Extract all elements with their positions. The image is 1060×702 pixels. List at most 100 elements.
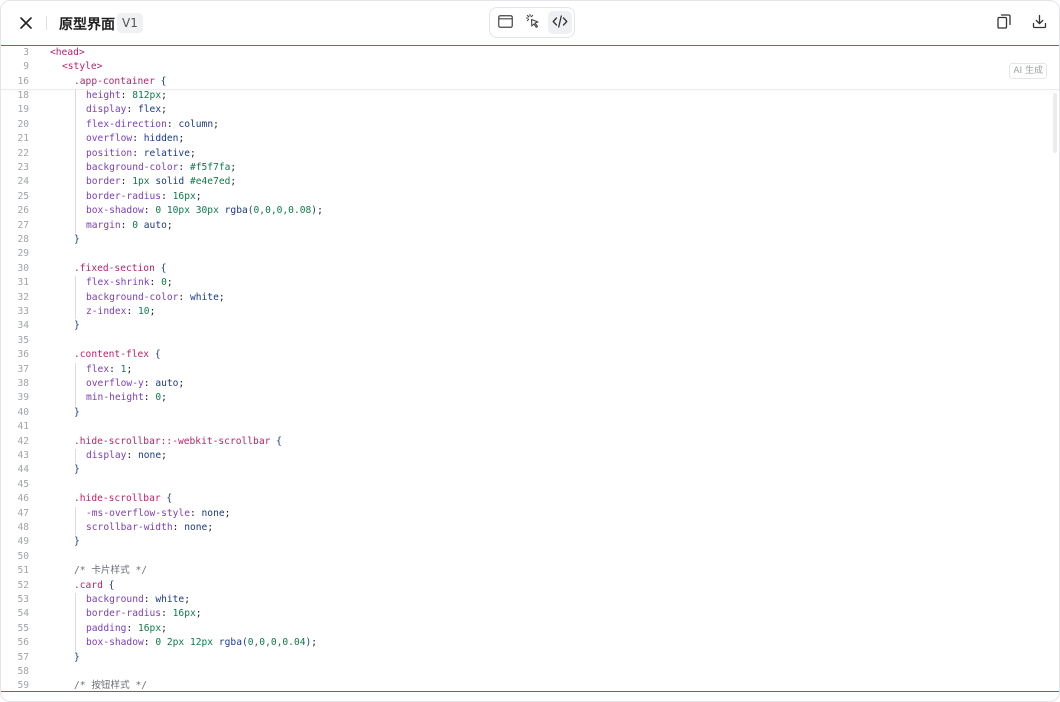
code-token: padding	[86, 622, 127, 634]
preview-mode-button[interactable]	[493, 11, 517, 34]
code-text: .fixed-section {	[74, 262, 166, 276]
code-token: ;	[195, 190, 202, 202]
code-token: :	[143, 392, 156, 404]
code-token: .card	[74, 579, 103, 591]
window-icon	[497, 13, 513, 32]
code-line: 16.app-container {	[1, 75, 1059, 89]
code-token: :	[120, 176, 133, 188]
code-token: ;	[218, 291, 225, 303]
code-token: 1	[120, 363, 127, 375]
copy-button[interactable]	[994, 13, 1014, 33]
page-title: 原型界面	[59, 17, 115, 33]
code-token: .hide-scrollbar::-webkit-scrollbar	[74, 435, 271, 447]
line-number: 3	[23, 47, 29, 58]
code-token: }	[74, 234, 80, 245]
code-token: ;	[207, 522, 214, 533]
line-number: 55	[17, 622, 29, 634]
code-token: none	[138, 450, 162, 461]
code-text: height: 812px;	[86, 89, 167, 103]
interact-mode-button[interactable]	[521, 11, 545, 34]
code-text: /* 卡片样式 */	[74, 564, 147, 578]
scrollbar-thumb[interactable]	[1053, 93, 1057, 153]
line-number: 19	[17, 104, 29, 116]
code-text: padding: 16px;	[86, 622, 167, 636]
line-number: 47	[17, 507, 29, 519]
code-text: overflow-y: auto;	[86, 377, 184, 391]
code-line: 55 padding: 16px;	[1, 621, 1059, 637]
code-token: :	[126, 622, 138, 634]
code-token: ;	[213, 118, 219, 130]
code-line: 41	[1, 420, 1059, 434]
code-line: 54 border-radius: 16px;	[1, 607, 1059, 622]
code-token: scrollbar-width	[86, 522, 173, 533]
code-token: :	[109, 363, 121, 375]
code-token: height	[86, 90, 121, 101]
code-line: 36.content-flex {	[1, 348, 1059, 362]
code-token: :	[120, 90, 133, 101]
line-number: 58	[17, 666, 29, 677]
code-line: 37 flex: 1;	[1, 362, 1059, 377]
code-token: ;	[224, 507, 231, 519]
indent-guide	[75, 305, 76, 320]
code-token: 16px	[172, 190, 196, 202]
line-number: 43	[17, 450, 29, 461]
indent-guide	[75, 593, 76, 608]
code-text: .hide-scrollbar {	[74, 492, 172, 506]
code-token: :	[126, 306, 138, 317]
close-button[interactable]	[15, 12, 37, 34]
line-number: 51	[17, 565, 29, 577]
indent-guide	[75, 621, 76, 637]
line-number: 54	[17, 608, 29, 620]
indent-guide	[75, 607, 76, 622]
line-number: 49	[17, 536, 29, 548]
code-mode-button[interactable]	[548, 11, 572, 34]
code-token: rgba(	[213, 637, 248, 649]
line-number: 42	[17, 435, 29, 447]
code-line: 44}	[1, 463, 1059, 477]
code-token: auto	[138, 219, 167, 231]
indent-guide	[75, 290, 76, 305]
indent-guide	[75, 204, 76, 219]
code-token: :	[132, 133, 144, 145]
code-line: 47-ms-overflow-style: none;	[1, 506, 1059, 521]
code-token: <style>	[62, 61, 103, 73]
line-number: 46	[17, 493, 29, 505]
code-token: #f5f7fa	[189, 162, 231, 173]
code-token: column	[178, 118, 214, 130]
line-number: 16	[17, 75, 29, 87]
code-token: :	[166, 118, 179, 130]
code-token: :	[120, 219, 133, 231]
code-text: border: 1px solid #e4e7ed;	[86, 175, 236, 189]
indent-guide	[75, 449, 76, 464]
line-number: 37	[17, 363, 29, 375]
code-token: rgba(	[218, 205, 254, 217]
line-number: 26	[17, 205, 29, 217]
code-token: :	[178, 291, 190, 303]
code-token: ;	[190, 147, 196, 159]
code-token: ;	[230, 176, 237, 188]
code-text: .content-flex {	[74, 348, 161, 362]
code-text: border-radius: 16px;	[86, 607, 202, 621]
code-text: box-shadow: 0 10px 30px rgba(0,0,0,0.08)…	[86, 204, 323, 218]
code-token: }	[74, 320, 80, 332]
code-token: ;	[126, 363, 133, 375]
indent-guide	[75, 377, 76, 392]
code-token: box-shadow	[86, 637, 144, 649]
code-token: white	[189, 291, 219, 303]
code-line: 51 /* 卡片样式 */	[1, 564, 1059, 578]
code-token: 0	[132, 219, 138, 231]
indent-guide	[75, 506, 76, 521]
code-token: border	[86, 176, 121, 188]
code-token: :	[189, 507, 202, 519]
code-token: flex-shrink	[86, 277, 150, 289]
code-text: flex: 1;	[86, 363, 132, 377]
version-badge[interactable]: V1	[117, 13, 143, 33]
code-text: }	[74, 651, 80, 665]
code-token: ;	[317, 205, 323, 217]
download-button[interactable]	[1029, 13, 1049, 33]
